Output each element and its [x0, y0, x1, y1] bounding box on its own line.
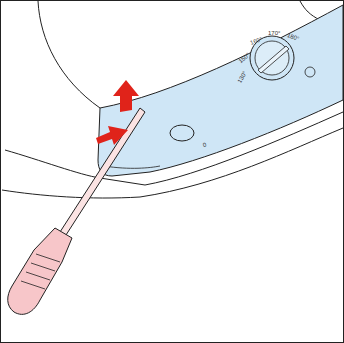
- indicator-lamp: [305, 67, 315, 77]
- body-detail: [300, 1, 320, 20]
- power-button: [170, 125, 194, 141]
- handle-groove: [26, 272, 50, 280]
- panel-gap: [104, 166, 160, 168]
- screwdriver-shaft: [60, 108, 145, 235]
- handle-groove: [21, 281, 45, 289]
- dial-label: 170°: [268, 30, 280, 36]
- control-panel: [98, 5, 343, 176]
- lift-arrow: [113, 80, 139, 112]
- body-edge: [38, 1, 100, 108]
- handle-groove: [31, 263, 55, 271]
- screwdriver-handle: [8, 228, 72, 314]
- dial-grip: [258, 46, 289, 73]
- dial-knob: [255, 41, 289, 75]
- temperature-dial: [250, 36, 294, 80]
- handle-groove: [36, 254, 60, 262]
- push-arrow: [96, 126, 128, 145]
- handle-grooves: [21, 254, 60, 289]
